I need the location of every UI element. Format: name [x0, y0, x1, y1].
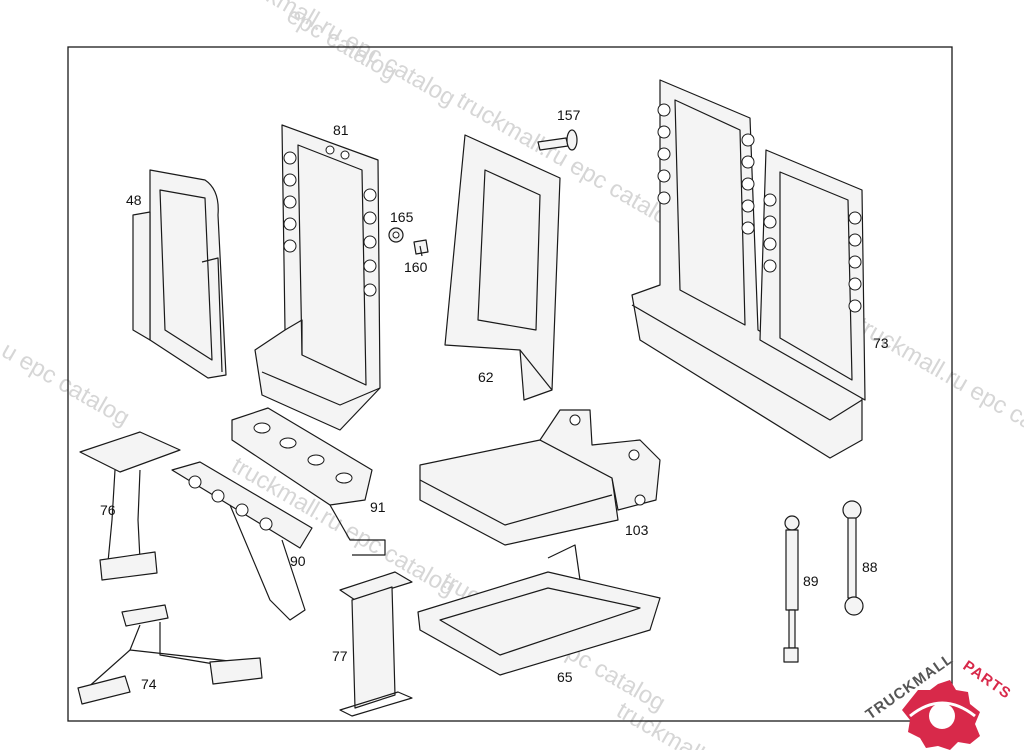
callout-160: 160 — [404, 259, 428, 275]
part-81-seat-frame[interactable] — [254, 124, 381, 431]
callout-81: 81 — [333, 122, 349, 138]
part-48-side-panel[interactable] — [132, 169, 227, 379]
part-103-seat-cushion[interactable] — [419, 409, 661, 546]
callout-91: 91 — [370, 499, 386, 515]
callout-165: 165 — [390, 209, 414, 225]
callout-89: 89 — [803, 573, 819, 589]
part-165-nut[interactable] — [388, 227, 404, 243]
callout-76: 76 — [100, 502, 116, 518]
callout-88: 88 — [862, 559, 878, 575]
callout-48: 48 — [126, 192, 142, 208]
watermark-text: truckmall.ru — [612, 697, 733, 750]
part-88-lever[interactable] — [842, 500, 864, 616]
callout-103: 103 — [625, 522, 649, 538]
part-157-screw[interactable] — [537, 129, 578, 151]
part-91-cross-member[interactable] — [231, 407, 386, 556]
part-65-tray[interactable] — [417, 544, 661, 676]
part-160-bolt[interactable] — [413, 239, 429, 257]
part-76-bracket[interactable] — [79, 431, 181, 581]
part-89-gas-spring[interactable] — [783, 515, 800, 663]
part-90-rail-bracket[interactable] — [171, 461, 313, 621]
part-62-backrest-cover[interactable] — [444, 134, 561, 401]
callout-157: 157 — [557, 107, 581, 123]
watermark-text: u epc catalog — [0, 337, 134, 432]
callout-74: 74 — [141, 676, 157, 692]
diagram-frame — [67, 46, 953, 722]
part-77-column[interactable] — [339, 571, 413, 717]
callout-65: 65 — [557, 669, 573, 685]
truckmall-parts-logo: TRUCKMALL PARTS — [863, 650, 1014, 750]
callout-77: 77 — [332, 648, 348, 664]
part-73-double-frame[interactable] — [631, 79, 866, 459]
part-74-base-bracket[interactable] — [77, 604, 263, 705]
callout-90: 90 — [290, 553, 306, 569]
callout-labels: 48 81 165 160 157 62 73 76 90 91 103 89 … — [100, 107, 889, 692]
callout-62: 62 — [478, 369, 494, 385]
callout-73: 73 — [873, 335, 889, 351]
